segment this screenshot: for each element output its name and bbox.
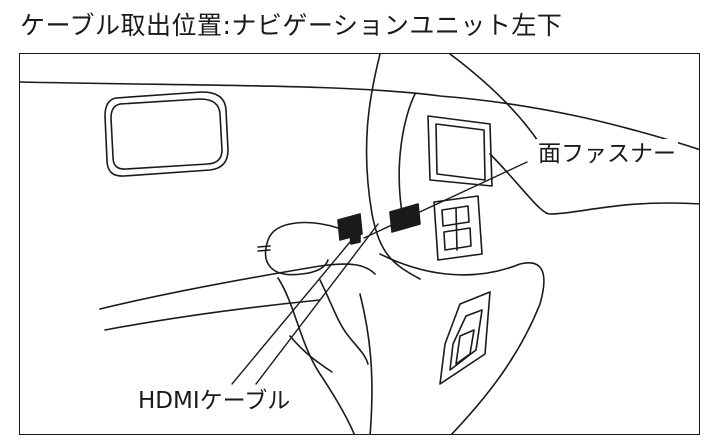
fastener-label: 面ファスナー <box>536 139 678 169</box>
switch-panel <box>433 195 483 261</box>
fastener-leader-line <box>363 161 528 239</box>
dashboard-top-edge <box>20 81 699 151</box>
console-lower-edge <box>371 213 421 280</box>
grille-slot <box>455 329 475 365</box>
console-left-edge <box>365 54 381 215</box>
switch-2 <box>443 227 472 251</box>
dashboard-illustration <box>20 54 699 434</box>
grille-outer <box>439 291 491 385</box>
air-vent-left <box>104 91 229 177</box>
knee-panel-inner <box>319 279 369 365</box>
switch-1 <box>441 205 470 227</box>
page-title: ケーブル取出位置:ナビゲーションユニット左下 <box>20 11 563 40</box>
hdmi-connector-plug <box>349 228 361 245</box>
console-body-right <box>379 253 545 434</box>
center-vent <box>427 115 493 187</box>
console-right-edge <box>449 54 541 145</box>
column-upper <box>99 263 376 310</box>
hdmi-cable-loop <box>264 221 339 276</box>
center-vent-inner <box>435 123 486 181</box>
knee-panel <box>277 277 356 434</box>
console-wall <box>359 293 373 434</box>
fastener-pad <box>389 203 421 233</box>
steering-lower <box>289 335 333 373</box>
hdmi-cable-label: HDMIケーブル <box>136 386 293 416</box>
grille-inner <box>449 309 483 371</box>
hdmi-cable-stub <box>257 245 271 252</box>
console-right-bezel <box>398 93 416 225</box>
switch-divider <box>455 207 458 251</box>
hdmi-leader-line-2 <box>255 223 379 385</box>
installation-diagram: 面ファスナー HDMIケーブル <box>19 53 700 435</box>
hdmi-leader-line-1 <box>231 241 351 385</box>
console-curve <box>489 153 699 215</box>
air-vent-left-inner <box>110 98 223 170</box>
column-lower <box>104 299 321 331</box>
